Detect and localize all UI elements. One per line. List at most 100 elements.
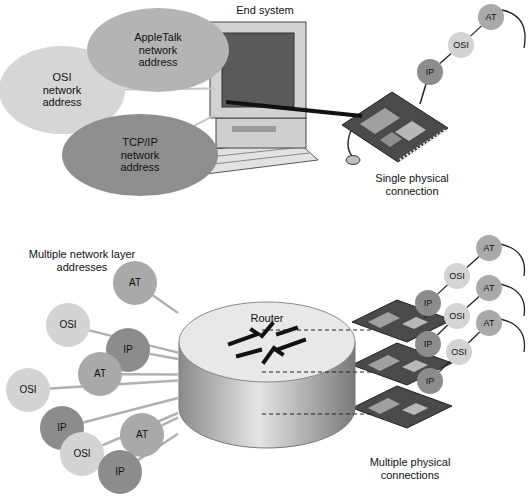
node-text-box: AppleTalk network address [87,8,229,92]
end-system: End system [215,4,315,172]
router-arrow-symbol [278,328,296,334]
card-chip [402,317,428,329]
card-chip [368,312,400,328]
protocol-circle: AT [120,413,164,457]
protocol-circle: OSI [6,368,50,412]
connector-line [150,354,178,359]
ellipse-shape [60,432,104,476]
ellipse-shape [476,310,502,336]
router-arrow-symbol [262,324,272,336]
node-text: AT [486,12,497,22]
node-text: AT [484,243,495,253]
physical-connection-line [226,102,362,116]
connector-line [437,325,447,335]
ellipse-shape [113,261,157,305]
ellipse-shape [444,303,470,329]
ellipse-shape [62,114,218,196]
protocol-circle: AT [78,352,122,396]
node-text: IP [426,67,435,77]
protocol-circle: IP [98,450,142,494]
protocol-circle: IP [415,290,441,316]
connector-line [440,54,451,64]
ellipse-shape [98,450,142,494]
protocol-circle: AT [113,261,157,305]
ellipse-shape [415,331,441,357]
router-top [179,302,355,382]
protocol-circle: IP [417,59,443,85]
ellipse-shape [444,263,470,289]
node-text-box: OSI [6,368,50,412]
node-text: End system [236,4,293,17]
protocol-circle: OSI [446,339,472,365]
node-text-box: End system [215,4,315,172]
protocol-circle: IP [415,331,441,357]
ellipse-shape [446,339,472,365]
protocol-circle: AT [476,310,502,336]
node-text: OSI [19,384,36,396]
caption-label: Multiple physical connections [345,456,475,482]
connector-line [438,285,448,294]
connector-line [153,296,178,313]
node-text: IP [426,376,435,386]
ellipse-shape [120,413,164,457]
card-edge-contacts [400,130,446,160]
caption-label: Single physical connection [357,172,467,198]
node-text: OSI network address [32,71,92,109]
protocol-circle: AT [476,235,502,261]
node-text: AppleTalk network address [122,31,194,69]
card-chip [368,398,400,414]
connector-line [471,26,482,36]
node-text: AT [484,318,495,328]
ellipse-shape [476,235,502,261]
protocol-circle: AT [476,275,502,301]
node-text: OSI [449,311,465,321]
keyboard-keys [205,153,309,165]
node-text-box: IP [417,368,443,394]
node-text-box: OSI [444,303,470,329]
connector-line [420,84,426,104]
node-text: IP [123,344,132,356]
node-text: Router [250,312,283,325]
node-text: OSI [449,271,465,281]
network-wire [500,244,525,276]
network-wire [500,319,525,352]
node-text-box: Router [178,300,356,450]
connector-line [467,257,479,268]
mouse [346,156,360,165]
node-text-box: AT [478,4,504,30]
card-chip [402,403,428,415]
router-arrow-symbol [264,348,274,362]
node-text: IP [424,298,433,308]
node-text-box: OSI [446,339,472,365]
node-text-box: TCP/IP network address [62,114,218,196]
connector-line [467,297,479,308]
card-chip [380,132,402,147]
node-text-box: AT [120,413,164,457]
node-text-box: IP [415,290,441,316]
router-arrow-symbol [276,340,304,354]
network-card [342,92,448,162]
connector-line [122,373,178,376]
ellipse-shape [6,368,50,412]
router: Router [178,300,356,450]
node-text-box: AT [476,310,502,336]
node-text-box: AT [476,235,502,261]
card-chip [368,355,400,371]
node-text-box: IP [98,450,142,494]
computer-base [216,118,306,148]
node-text: OSI [453,40,469,50]
address-ellipse: TCP/IP network address [62,114,218,196]
node-text-box: OSI [444,263,470,289]
connector-line [195,115,215,126]
ellipse-shape [46,303,90,347]
ellipse-shape [417,59,443,85]
router-arrow-symbol [238,350,260,356]
node-text: IP [57,422,66,434]
node-text-box: OSI [46,303,90,347]
node-text: OSI [59,319,76,331]
node-text-box: AT [476,275,502,301]
ellipse-shape [78,352,122,396]
ellipse-shape [417,368,443,394]
drive-slot [232,126,276,132]
